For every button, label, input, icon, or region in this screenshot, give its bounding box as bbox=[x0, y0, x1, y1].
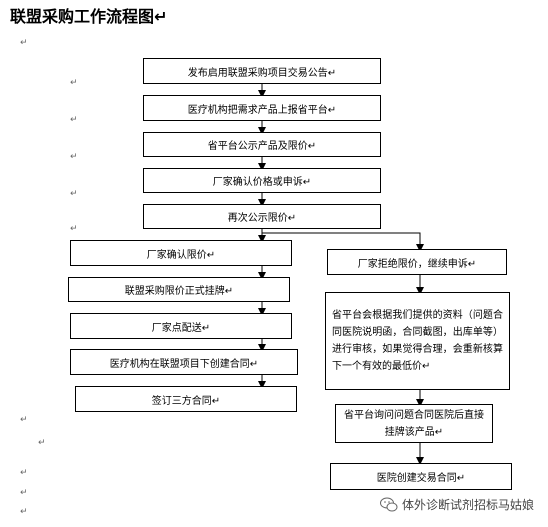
watermark: 体外诊断试剂招标马姑娘 bbox=[379, 496, 534, 513]
node-publish-announcement: 发布启用联盟采购项目交易公告↵ bbox=[143, 58, 381, 84]
paragraph-mark: ↵ bbox=[20, 38, 28, 48]
wechat-icon bbox=[379, 497, 398, 511]
paragraph-mark: ↵ bbox=[70, 78, 78, 88]
paragraph-mark: ↵ bbox=[70, 189, 78, 199]
node-official-listing: 联盟采购限价正式挂牌↵ bbox=[68, 277, 290, 302]
watermark-text: 体外诊断试剂招标马姑娘 bbox=[401, 498, 534, 512]
paragraph-mark: ↵ bbox=[20, 507, 28, 517]
paragraph-mark: ↵ bbox=[20, 468, 28, 478]
node-report-demand: 医疗机构把需求产品上报省平台↵ bbox=[143, 95, 381, 121]
node-hospital-create-contract: 医院创建交易合同↵ bbox=[330, 463, 512, 490]
paragraph-mark: ↵ bbox=[38, 438, 46, 448]
node-sign-contract: 签订三方合同↵ bbox=[75, 386, 297, 412]
page-title: 联盟采购工作流程图↵ bbox=[10, 7, 168, 26]
arrow bbox=[262, 232, 424, 252]
paragraph-mark: ↵ bbox=[70, 224, 78, 234]
paragraph-mark: ↵ bbox=[20, 415, 28, 425]
node-reannounce: 再次公示限价↵ bbox=[143, 204, 381, 229]
node-create-contract: 医疗机构在联盟项目下创建合同↵ bbox=[70, 349, 298, 375]
node-announce-limit-price: 省平台公示产品及限价↵ bbox=[143, 132, 381, 157]
paragraph-mark: ↵ bbox=[70, 115, 78, 125]
node-vendor-delivery: 厂家点配送↵ bbox=[70, 313, 292, 339]
node-confirm-limit: 厂家确认限价↵ bbox=[70, 240, 292, 266]
paragraph-mark: ↵ bbox=[20, 488, 28, 498]
node-reject-limit: 厂家拒绝限价，继续申诉↵ bbox=[327, 249, 507, 275]
paragraph-mark: ↵ bbox=[70, 152, 78, 162]
node-confirm-or-appeal: 厂家确认价格或申诉↵ bbox=[143, 168, 381, 193]
node-platform-review: 省平台会根据我们提供的资料（问题合同医院说明函，合同截图，出库单等）进行审核，如… bbox=[325, 292, 510, 390]
node-inquire-hospital: 省平台询问问题合同医院后直接挂牌该产品↵ bbox=[335, 404, 493, 443]
